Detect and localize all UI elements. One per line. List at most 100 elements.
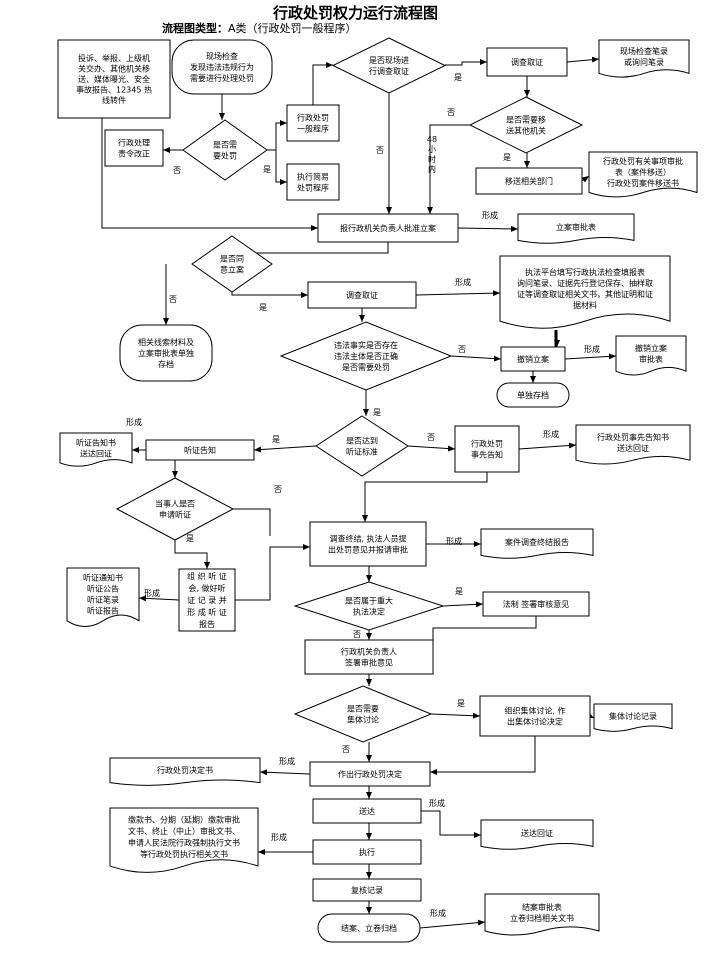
node-text: 移送相关部门: [505, 176, 553, 186]
node-shape: [317, 213, 459, 243]
node-text: 送、媒体曝光、安全: [78, 74, 150, 84]
node-text: 行调查取证: [369, 66, 409, 76]
node-text: 存档: [158, 359, 174, 369]
node-shape: [480, 819, 594, 850]
node-text: 出集体讨论决定: [507, 716, 563, 726]
node-text: 作出行政处罚决定: [338, 769, 402, 779]
edge-label-form: 形成: [271, 832, 287, 842]
node-shape: [315, 415, 409, 477]
node-text: 要处罚: [213, 150, 237, 160]
node-shape: [293, 685, 433, 743]
node-text: 立案审批表单独: [138, 348, 194, 358]
node-text: 送其他机关: [506, 125, 546, 135]
node-shape: [312, 839, 422, 865]
flow-arrow: [275, 150, 287, 185]
node-general-proc: 行政处罚一般程序: [286, 104, 340, 142]
flow-arrow: [430, 712, 481, 719]
node-text: 行政处罚案件移送书: [607, 178, 679, 188]
node-execute: 执行: [312, 839, 422, 865]
node-text: 需要进行处理处罚: [190, 73, 254, 83]
node-text: 行政处罚: [471, 438, 503, 448]
node-shape: [309, 521, 427, 567]
edge-label-no: 否: [458, 345, 466, 354]
node-text: 组 织 听 证: [187, 571, 227, 581]
node-text: 送达回证: [80, 448, 112, 458]
node-text: 现场检查: [206, 51, 238, 61]
node-text: 结案、立卷归档: [341, 923, 397, 933]
flow-arrow: [457, 225, 519, 232]
node-need-punish: 是否需要处罚: [182, 119, 268, 181]
flow-arrow: [581, 175, 590, 183]
node-shape: [486, 47, 568, 77]
node-text: 调查取证: [346, 290, 378, 300]
flow-arrow: [174, 540, 210, 569]
node-shape: [59, 432, 133, 467]
node-shape: [468, 96, 584, 154]
node-shape: [66, 567, 140, 628]
flow-arrow: [586, 712, 595, 719]
edge-label-form: 形成: [430, 908, 446, 918]
node-text: 调查终结, 执法人员提: [329, 533, 406, 543]
node-shape: [575, 424, 691, 465]
node-shape: [286, 163, 340, 201]
edge-label-no: 否: [169, 295, 177, 304]
diagram-type: 流程图类型：A类（行政处罚一般程序）: [162, 20, 357, 36]
node-text: 案件调查终结报告: [505, 537, 569, 547]
node-text: 证 记 录 并: [187, 595, 227, 605]
edge-label-no: 否: [353, 630, 361, 639]
node-shape: [500, 346, 566, 372]
node-text: 立案审批表: [556, 222, 596, 232]
node-close-case: 结案、立卷归档: [317, 913, 421, 943]
node-deliver: 送达: [312, 798, 422, 824]
flow-arrow: [415, 290, 501, 297]
edge-label-yes: 是: [186, 534, 194, 543]
node-shape: [480, 528, 594, 559]
node-text: 是否同: [220, 254, 244, 263]
node-text: 事故报告、12345 热: [76, 84, 152, 94]
node-text: 执法平台填写行政执法检查填报表: [525, 267, 645, 277]
node-approve-case: 报行政机关负责人批准立案: [317, 213, 459, 243]
node-shape: [484, 893, 600, 936]
node-legal-review: 法制 签署审核意见: [482, 591, 590, 617]
node-text: 听证公告: [87, 584, 119, 594]
node-text: 是否现场进: [369, 56, 409, 65]
node-text: 申请人民法院行政强制执行文书: [128, 838, 240, 848]
node-text: 行政处罚有关事项审批: [603, 156, 683, 166]
node-shape: [454, 425, 520, 473]
edge-label-form: 形成: [144, 588, 160, 598]
node-collective-rec: 集体讨论记录: [593, 703, 673, 732]
node-prior-notice: 行政处罚事先告知: [454, 425, 520, 473]
edge-label-form: 形成: [126, 417, 142, 427]
node-text: 行政处罚事先告知书: [597, 432, 669, 442]
hours48-label: 时: [428, 154, 436, 164]
flow-arrow: [407, 445, 456, 452]
node-shape: [304, 639, 434, 675]
edge-label-yes: 是: [272, 435, 280, 444]
node-text: 处罚程序: [297, 182, 329, 192]
node-evidence-docs: 执法平台填写行政执法检查填报表询问笔录、证据先行登记保存、抽样取证等调查取证相关…: [499, 255, 671, 329]
node-text: 单独存档: [517, 390, 549, 400]
node-text: 立卷归档相关文书: [510, 913, 574, 923]
flow-arrow: [564, 353, 617, 360]
node-text: 行政处理: [118, 137, 150, 147]
node-text: 等行政处罚执行相关文书: [140, 849, 228, 859]
edge-label-yes: 是: [373, 408, 381, 417]
node-shape: [307, 281, 417, 309]
flow-arrow: [101, 118, 318, 231]
node-text: 复核记录: [351, 885, 383, 895]
node-shape: [119, 324, 213, 382]
node-text: 听证标准: [346, 446, 378, 456]
node-text: 表（案件移送）: [615, 167, 671, 177]
node-recheck: 复核记录: [312, 878, 422, 902]
node-shape: [286, 104, 340, 142]
node-shape: [482, 591, 590, 617]
node-text: 意立案: [220, 264, 244, 274]
node-text: 是否需要: [347, 704, 379, 713]
node-text: 会, 做好听: [188, 583, 225, 593]
